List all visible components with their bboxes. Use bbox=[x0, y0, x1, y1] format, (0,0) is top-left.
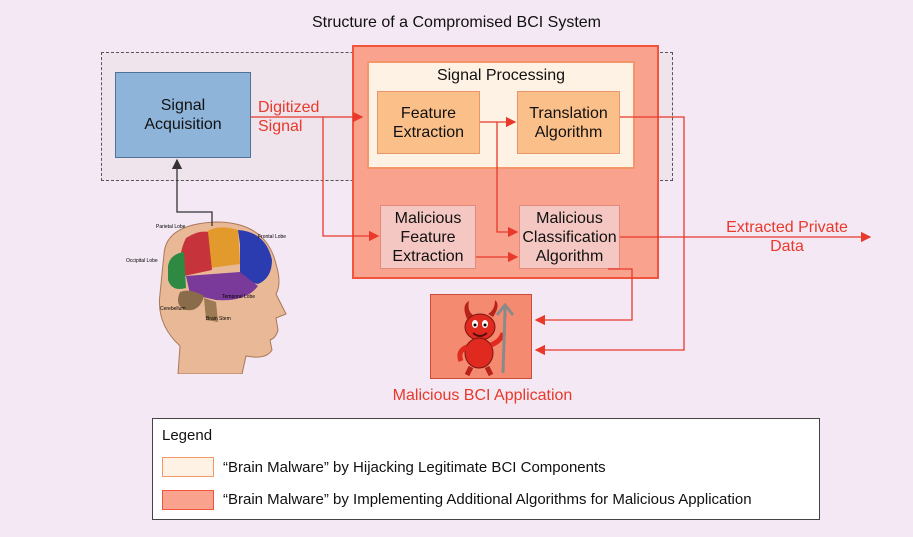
brain-to-acquisition-arrow bbox=[171, 158, 213, 226]
legend-item-malicious: “Brain Malware” by Implementing Addition… bbox=[223, 491, 752, 508]
brain-head-image: Parietal Lobe Frontal Lobe Occipital Lob… bbox=[126, 214, 300, 375]
brain-icon: Parietal Lobe Frontal Lobe Occipital Lob… bbox=[126, 221, 287, 375]
feature-extraction-label: Feature Extraction bbox=[392, 104, 465, 141]
branch-to-malicious-fe-arrow bbox=[322, 117, 380, 242]
malicious-bci-application-label: Malicious BCI Application bbox=[392, 387, 573, 404]
parietal-lobe-label: Parietal Lobe bbox=[156, 224, 186, 230]
cerebellum-label: Cerebellum bbox=[160, 306, 186, 312]
signal-acquisition-box: Signal Acquisition bbox=[115, 72, 251, 158]
brain-stem-label: Brain Stem bbox=[206, 316, 231, 322]
legend-box bbox=[152, 418, 820, 520]
malicious-classification-box: Malicious Classification Algorithm bbox=[519, 205, 620, 269]
legend-swatch-hijack bbox=[162, 457, 214, 477]
legend-item-hijack: “Brain Malware” by Hijacking Legitimate … bbox=[223, 459, 606, 476]
devil-icon bbox=[457, 300, 515, 377]
legend-swatch-malicious bbox=[162, 490, 214, 510]
frontal-lobe-label: Frontal Lobe bbox=[258, 234, 286, 240]
translation-algorithm-label: Translation Algorithm bbox=[529, 104, 608, 141]
extracted-private-data-label: Extracted Private Data bbox=[726, 219, 848, 255]
signal-processing-title: Signal Processing bbox=[436, 67, 566, 84]
malicious-feature-extraction-box: Malicious Feature Extraction bbox=[380, 205, 476, 269]
temporal-lobe-label: Temporal Lobe bbox=[222, 294, 255, 300]
signal-acquisition-label: Signal Acquisition bbox=[144, 97, 222, 133]
translation-algorithm-box: Translation Algorithm bbox=[517, 91, 620, 154]
feature-extraction-box: Feature Extraction bbox=[377, 91, 480, 154]
fe-to-malicious-class-arrow bbox=[496, 122, 519, 238]
malicious-app-image bbox=[430, 294, 532, 379]
digitized-signal-label: Digitized Signal bbox=[258, 99, 320, 135]
occipital-lobe-label: Occipital Lobe bbox=[126, 258, 158, 264]
translation-to-app-arrow bbox=[534, 116, 685, 356]
legend-title: Legend bbox=[162, 427, 213, 444]
diagram-title: Structure of a Compromised BCI System bbox=[312, 14, 601, 31]
class-to-app-arrow bbox=[534, 268, 633, 326]
malicious-feature-extraction-label: Malicious Feature Extraction bbox=[392, 209, 464, 265]
malicious-classification-label: Malicious Classification Algorithm bbox=[522, 209, 617, 265]
